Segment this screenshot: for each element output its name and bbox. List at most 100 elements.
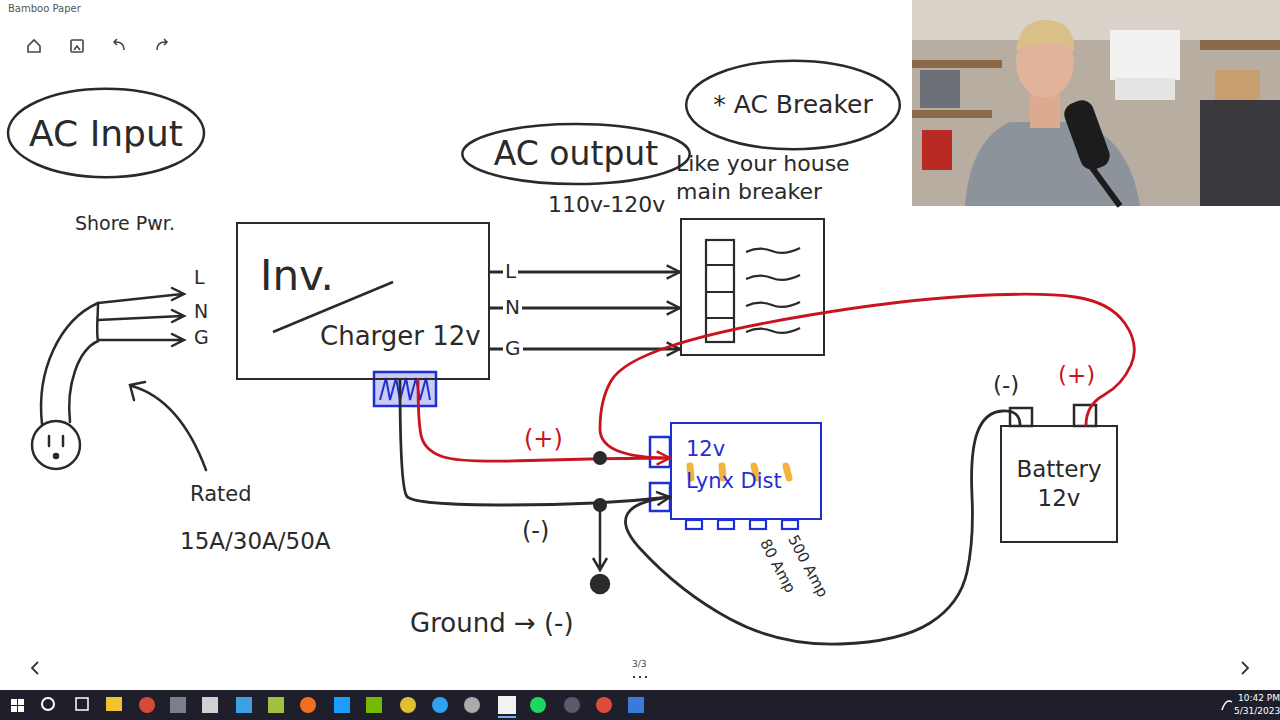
app-icon — [564, 697, 580, 713]
breaker-panel-details — [706, 240, 800, 342]
cabinet — [1200, 100, 1280, 206]
app-icon — [170, 697, 186, 713]
output-tab — [750, 520, 766, 529]
app-icon — [139, 697, 155, 713]
rating-text: 15A/30A/50A — [180, 528, 331, 556]
active-app-icon — [498, 696, 516, 714]
breaker-label-line — [746, 248, 800, 253]
cord-outline — [41, 303, 98, 424]
ground-point — [591, 575, 609, 593]
busbar-terminal — [650, 483, 670, 511]
conductor-arrow — [98, 288, 184, 303]
battery-box: Battery 12v — [1000, 425, 1118, 543]
node-text: Inv. — [260, 250, 334, 303]
wire-connector — [625, 411, 1020, 644]
title-bubble: AC output — [460, 122, 692, 186]
ground-note: Ground → (-) — [410, 608, 574, 639]
search-icon — [42, 698, 54, 710]
tray-icon — [1222, 701, 1232, 710]
shore-power-cord — [32, 288, 206, 470]
junction-dot — [593, 451, 607, 465]
terminal-hatch — [380, 378, 430, 400]
ground-arrow — [593, 505, 607, 570]
person-shirt — [965, 122, 1140, 206]
wire-connector — [490, 271, 680, 274]
node-text: Battery 12v — [1008, 455, 1110, 513]
title-bubble: * AC Breaker — [684, 58, 902, 152]
outlet-symbol — [32, 421, 80, 469]
printer-box — [1110, 30, 1180, 80]
edge-label: G — [503, 337, 523, 359]
home-icon — [28, 40, 40, 52]
app-icon — [106, 697, 122, 711]
busbar-terminal — [650, 437, 670, 467]
shelf — [912, 60, 1002, 68]
outlet-ground-hole — [54, 454, 58, 458]
breaker-label-line — [746, 328, 800, 333]
edge-label: L — [503, 260, 518, 282]
wire-connector — [400, 380, 670, 505]
breaker-strip — [706, 240, 734, 342]
battery-terminals — [1010, 405, 1096, 426]
ellipse-outline — [462, 124, 689, 184]
wire-name: G — [194, 326, 209, 349]
prev-page-chevron — [32, 662, 38, 674]
output-tab — [686, 520, 702, 529]
outlet-slots — [49, 436, 63, 446]
node-text: Lynx Dist — [686, 468, 782, 494]
wire-name: L — [194, 266, 205, 289]
node-text: * AC Breaker — [690, 89, 896, 120]
dc-terminal-block — [374, 372, 436, 406]
breaker-label-line — [746, 275, 800, 280]
page-number: 3/3 — [632, 659, 646, 670]
title-bubble: AC Input — [6, 86, 206, 180]
app-icon — [596, 697, 612, 713]
conductor-arrow — [98, 334, 184, 346]
cord-outline — [69, 341, 98, 422]
edge-label: (-) — [520, 518, 551, 544]
window-title: Bamboo Paper — [8, 3, 81, 15]
wire-name: N — [194, 300, 208, 323]
app-icon — [268, 697, 284, 713]
cardboard-box — [1215, 70, 1260, 100]
breaker-panel: Like your house main breaker — [680, 218, 825, 356]
start-button — [11, 699, 24, 712]
breaker-label-line — [746, 302, 800, 307]
inverter-charger-box: Inv. Charger 12v — [236, 222, 490, 380]
node-text: Like your house main breaker — [676, 150, 876, 205]
gallery-icon — [71, 40, 83, 52]
taskbar-background — [0, 690, 1280, 720]
tool-case — [922, 130, 952, 170]
undo-icon — [114, 39, 124, 50]
clock-time: 10:42 PM — [1238, 693, 1280, 704]
ellipse-outline — [8, 89, 204, 177]
shelf — [912, 110, 992, 118]
output-tab — [718, 520, 734, 529]
ground-lead — [591, 505, 609, 593]
negative-terminal — [1010, 408, 1032, 426]
mic-stand — [1090, 165, 1120, 206]
clock-date: 5/31/2023 — [1234, 706, 1280, 717]
workshop-wall — [912, 0, 1280, 40]
note-text: Shore Pwr. — [75, 212, 175, 235]
redo-icon — [157, 39, 167, 50]
node-text: Charger 12v — [320, 320, 481, 353]
app-icon — [432, 697, 448, 713]
edge-label: N — [503, 296, 522, 318]
leader-arrow — [130, 382, 206, 470]
app-icon — [628, 697, 644, 713]
next-page-chevron — [1242, 662, 1248, 674]
junction-dot — [593, 498, 607, 512]
node-text: AC Input — [12, 111, 200, 156]
voltage-text: 110v-120v — [548, 192, 665, 218]
edge-label: (+) — [522, 426, 565, 452]
bench — [1200, 40, 1280, 50]
lynx-distributor: 12vLynx Dist — [670, 422, 822, 520]
app-icon — [464, 697, 480, 713]
equipment-box — [920, 70, 960, 108]
node-text: AC output — [466, 133, 686, 174]
person-hair — [1016, 20, 1074, 52]
polarity-mark: (+) — [1058, 362, 1095, 390]
